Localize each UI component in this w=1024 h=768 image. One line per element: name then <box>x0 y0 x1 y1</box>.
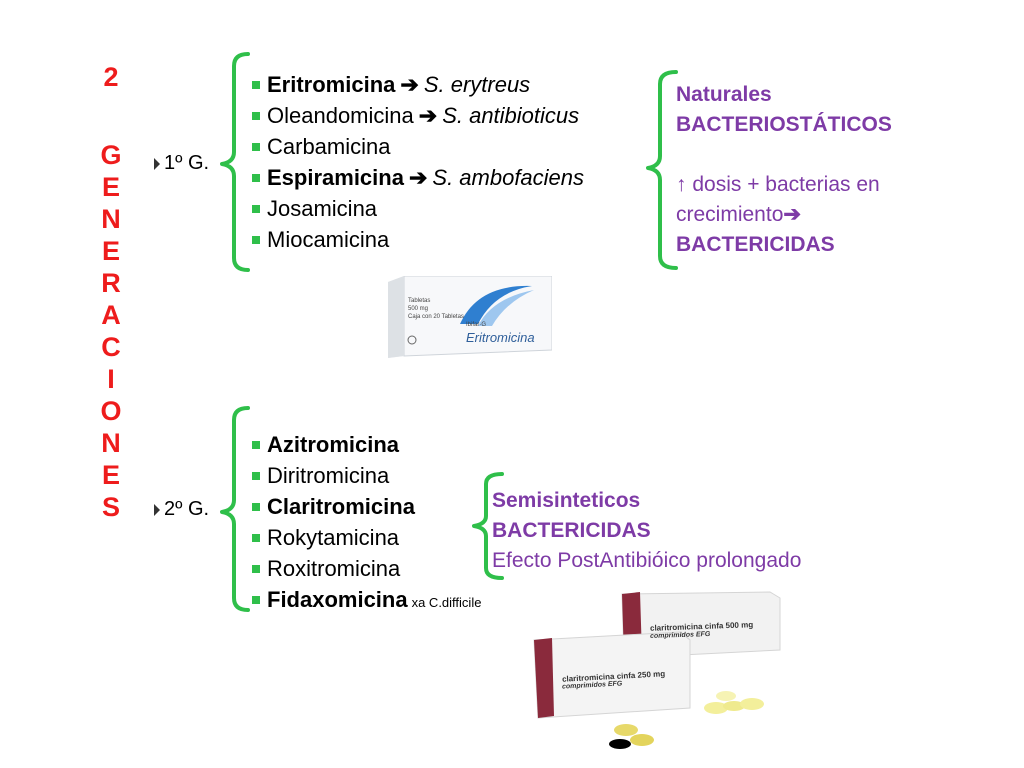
note-line: BACTERICIDAS <box>676 233 835 256</box>
title-letter: G <box>100 140 122 170</box>
right-arrow-icon: ➔ <box>408 165 428 190</box>
gen1-notes: Naturales BACTERIOSTÁTICOS ↑ dosis + bac… <box>676 80 892 260</box>
list-item: Azitromicina <box>252 429 481 460</box>
title-letter: C <box>101 332 121 362</box>
note-line: BACTERIOSTÁTICOS <box>676 113 892 136</box>
gen1-list-bracket <box>220 52 250 272</box>
note-line: Naturales <box>676 83 772 106</box>
green-square-bullet-icon <box>252 596 260 604</box>
list-item: Claritromicina <box>252 491 481 522</box>
drug-name: Roxitromicina <box>267 556 401 581</box>
drug-source: S. erytreus <box>423 72 531 97</box>
gen2-label: 2º G. <box>154 498 209 521</box>
gen1-label: 1º G. <box>154 152 209 175</box>
list-item: Josamicina <box>252 193 584 224</box>
green-square-bullet-icon <box>252 534 260 542</box>
eritromicina-box-image: Tabletas 500 mg Caja con 20 Tabletas Ibi… <box>382 275 553 358</box>
gen1-label-text: 1º G. <box>164 152 210 174</box>
gen2-label-text: 2º G. <box>164 498 210 520</box>
title-letter: O <box>100 396 122 426</box>
right-arrow-icon: ➔ <box>783 203 801 226</box>
green-square-bullet-icon <box>252 205 260 213</box>
list-item: Roxitromicina <box>252 553 481 584</box>
triangle-right-icon <box>154 503 160 516</box>
green-square-bullet-icon <box>252 503 260 511</box>
drug-name: Fidaxomicina <box>267 587 408 612</box>
box-text: Caja con 20 Tabletas <box>408 314 464 320</box>
title-letter: E <box>101 460 120 490</box>
drug-name: Eritromicina <box>267 72 396 97</box>
title-letter: R <box>101 268 121 298</box>
drug-name: Carbamicina <box>267 134 391 159</box>
box-text: Ibifar·G <box>466 322 487 328</box>
green-square-bullet-icon <box>252 143 260 151</box>
box-text: 500 mg <box>408 306 429 312</box>
note-line: Semisinteticos <box>492 489 641 512</box>
drug-name: Josamicina <box>267 196 378 221</box>
gen1-notes-bracket <box>646 70 678 270</box>
triangle-right-icon <box>154 157 160 170</box>
gen1-list: Eritromicina ➔ S. erytreus Oleandomicina… <box>252 69 584 255</box>
right-arrow-icon: ➔ <box>418 103 438 128</box>
box-brand: Eritromicina <box>466 330 535 345</box>
claritromicina-boxes-image: claritromicina cinfa 500 mg comprimidos … <box>530 588 790 760</box>
drug-name: Oleandomicina <box>267 103 414 128</box>
list-item: Espiramicina ➔ S. ambofaciens <box>252 162 584 193</box>
list-item: Rokytamicina <box>252 522 481 553</box>
list-item: Eritromicina ➔ S. erytreus <box>252 69 584 100</box>
green-square-bullet-icon <box>252 565 260 573</box>
note-line: Efecto PostAntibióico prolongado <box>492 549 802 572</box>
vertical-title: 2 G E N E R A C I O N E S <box>88 62 134 524</box>
title-number: 2 <box>103 62 119 92</box>
drug-name: Miocamicina <box>267 227 390 252</box>
gen2-list-bracket <box>220 406 250 612</box>
title-letter: E <box>101 236 120 266</box>
drug-name: Azitromicina <box>267 432 400 457</box>
drug-note: xa C.difficile <box>411 595 482 610</box>
green-square-bullet-icon <box>252 81 260 89</box>
gen2-list: Azitromicina Diritromicina Claritromicin… <box>252 429 481 618</box>
green-square-bullet-icon <box>252 174 260 182</box>
drug-name: Diritromicina <box>267 463 390 488</box>
title-letter: E <box>101 172 120 202</box>
list-item: Diritromicina <box>252 460 481 491</box>
drug-name: Espiramicina <box>267 165 404 190</box>
title-letter: I <box>107 364 115 394</box>
note-line: crecimiento➔ <box>676 203 801 226</box>
list-item: Fidaxomicina xa C.difficile <box>252 584 481 618</box>
list-item: Oleandomicina ➔ S. antibioticus <box>252 100 584 131</box>
drug-name: Claritromicina <box>267 494 415 519</box>
drug-source: S. ambofaciens <box>432 165 585 190</box>
note-line: BACTERICIDAS <box>492 519 651 542</box>
title-letter: N <box>101 428 121 458</box>
title-letter: S <box>101 492 120 522</box>
title-letter: A <box>101 300 121 330</box>
list-item: Miocamicina <box>252 224 584 255</box>
green-square-bullet-icon <box>252 441 260 449</box>
drug-name: Rokytamicina <box>267 525 400 550</box>
title-letter: N <box>101 204 121 234</box>
green-square-bullet-icon <box>252 472 260 480</box>
gen2-notes-bracket <box>472 472 504 580</box>
right-arrow-icon: ➔ <box>400 72 419 97</box>
box-text: Tabletas <box>408 298 431 304</box>
list-item: Carbamicina <box>252 131 584 162</box>
note-line: ↑ dosis + bacterias en <box>676 173 880 196</box>
gen2-notes: Semisinteticos BACTERICIDAS Efecto PostA… <box>492 486 801 576</box>
drug-source: S. antibioticus <box>442 103 580 128</box>
green-square-bullet-icon <box>252 112 260 120</box>
green-square-bullet-icon <box>252 236 260 244</box>
